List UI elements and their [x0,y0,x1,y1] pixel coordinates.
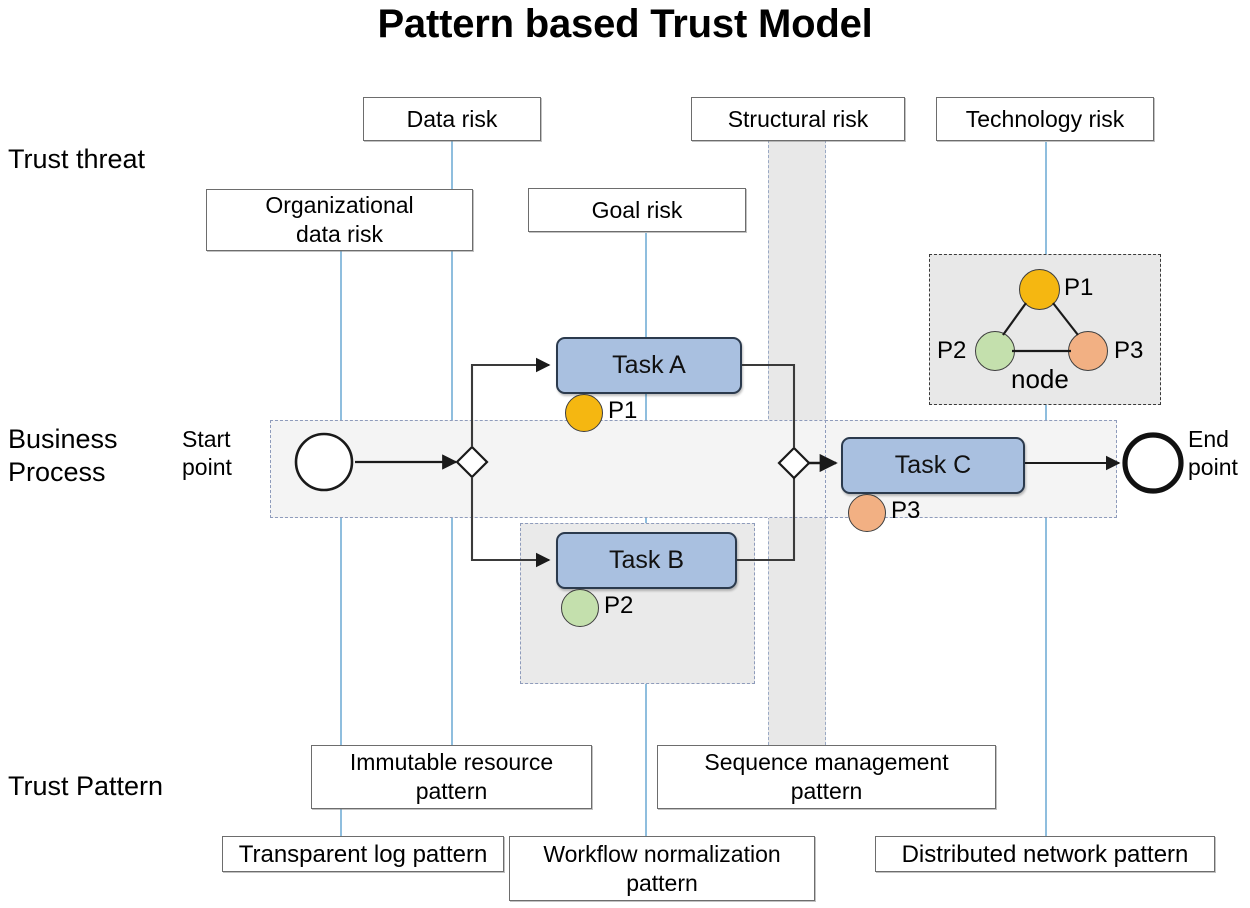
task-b-pattern-dot [561,589,599,627]
node-p3-dot [1068,331,1108,371]
task-c-pattern-label: P3 [891,497,921,524]
connector-goal-risk [645,233,647,363]
node-p2-label: P2 [937,337,967,364]
threat-box-organizational-data-risk[interactable]: Organizational data risk [206,189,473,251]
task-b-box[interactable]: Task B [556,532,737,589]
page-title: Pattern based Trust Model [377,2,873,46]
node-p3-label: P3 [1114,337,1144,364]
row-label-business-process: Business Process [8,424,118,487]
node-p1-dot [1019,269,1060,310]
task-a-pattern-label: P1 [608,397,638,424]
row-label-trust-threat: Trust threat [8,144,146,174]
pattern-box-sequence-management[interactable]: Sequence management pattern [657,745,996,809]
connector-data-risk [451,140,453,190]
threat-box-structural-risk[interactable]: Structural risk [691,97,905,141]
connector-technology-risk-lower [1045,405,1047,840]
end-point-circle [1122,432,1184,494]
row-label-trust-pattern: Trust Pattern [8,771,164,801]
threat-box-data-risk[interactable]: Data risk [363,97,541,141]
pattern-box-immutable-resource[interactable]: Immutable resource pattern [311,745,592,809]
node-p2-dot [975,331,1015,371]
pattern-box-distributed-network[interactable]: Distributed network pattern [875,836,1215,872]
task-b-pattern-label: P2 [604,592,634,619]
task-a-box[interactable]: Task A [556,337,742,394]
connector-organizational-data-risk [340,250,342,840]
pattern-box-transparent-log[interactable]: Transparent log pattern [222,836,504,872]
node-p1-label: P1 [1064,274,1094,301]
node-group-caption: node [1011,364,1069,394]
task-a-pattern-dot [565,394,603,432]
end-point-label: End point [1188,426,1238,480]
pattern-box-workflow-normalization[interactable]: Workflow normalization pattern [509,836,815,901]
threat-box-goal-risk[interactable]: Goal risk [528,188,746,232]
task-c-pattern-dot [848,494,886,532]
threat-box-technology-risk[interactable]: Technology risk [936,97,1154,141]
task-c-box[interactable]: Task C [841,437,1025,494]
start-point-label: Start point [182,426,232,480]
connector-technology-risk [1045,142,1047,254]
